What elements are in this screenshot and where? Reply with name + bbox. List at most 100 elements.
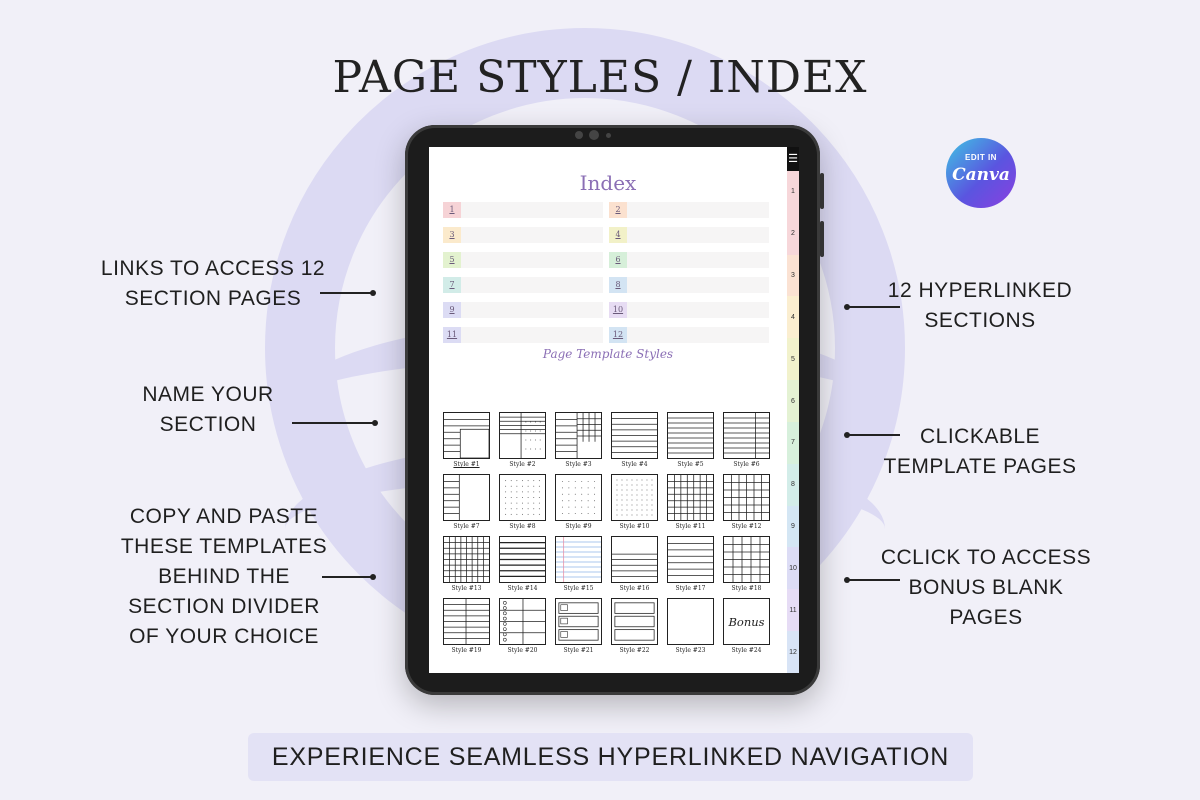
template-label: Style #20 [507, 647, 538, 654]
section-tab-8[interactable]: 8 [787, 463, 799, 506]
templates-connector-dot [844, 432, 850, 438]
template-label: Style #13 [451, 585, 482, 592]
template-label: Style #17 [675, 585, 706, 592]
template-thumbnail[interactable] [611, 412, 658, 459]
template-label: Style #2 [509, 461, 536, 468]
template-thumbnail[interactable] [443, 474, 490, 521]
template-preview [616, 479, 653, 516]
template-preview [500, 599, 545, 644]
template-thumbnail[interactable] [499, 474, 546, 521]
template-label: Style #3 [565, 461, 592, 468]
links-callout: LINKS TO ACCESS 12 SECTION PAGES [100, 257, 326, 310]
index-row-2[interactable]: 2 [609, 202, 769, 218]
template-preview [612, 553, 657, 577]
template-thumbnail[interactable] [443, 536, 490, 583]
template-thumbnail[interactable] [667, 412, 714, 459]
section-tab-6[interactable]: 6 [787, 380, 799, 422]
copy-paste-connector-dot [370, 574, 376, 580]
index-row-7[interactable]: 7 [443, 277, 603, 293]
template-preview: Bonus [728, 615, 765, 629]
section-tab-1[interactable]: 1 [787, 171, 799, 213]
index-number[interactable]: 6 [609, 252, 627, 268]
index-number[interactable]: 3 [443, 227, 461, 243]
index-row-12[interactable]: 12 [609, 327, 769, 343]
hyperlinked-sections-callout: 12 HYPERLINKED SECTIONS [887, 279, 1073, 332]
template-preview [444, 599, 489, 644]
index-number[interactable]: 11 [443, 327, 461, 343]
template-thumbnail[interactable]: Bonus [723, 598, 770, 645]
bonus-connector [848, 579, 900, 581]
side-button [820, 221, 824, 257]
template-thumbnail[interactable] [499, 536, 546, 583]
template-thumbnail[interactable] [555, 536, 602, 583]
template-label: Style #1 [453, 461, 480, 468]
template-thumbnail[interactable] [555, 412, 602, 459]
section-tab-9[interactable]: 9 [787, 505, 799, 548]
section-tab-4[interactable]: 4 [787, 296, 799, 339]
template-thumbnail[interactable] [611, 474, 658, 521]
template-thumbnail[interactable] [667, 536, 714, 583]
index-row-1[interactable]: 1 [443, 202, 603, 218]
svg-text:Bonus: Bonus [728, 615, 765, 629]
template-label: Style #23 [675, 647, 706, 654]
links-connector-dot [370, 290, 376, 296]
hamburger-icon[interactable]: ☰ [787, 147, 799, 171]
template-label: Style #18 [731, 585, 762, 592]
template-label: Style #15 [563, 585, 594, 592]
template-thumbnail[interactable] [611, 598, 658, 645]
canva-logo-icon[interactable]: EDIT IN Canva [946, 138, 1016, 208]
index-row-9[interactable]: 9 [443, 302, 603, 318]
template-thumbnail[interactable] [667, 474, 714, 521]
canva-badge-caption: EDIT IN [965, 153, 997, 162]
template-preview [614, 602, 655, 641]
index-number[interactable]: 12 [609, 327, 627, 343]
index-row-11[interactable]: 11 [443, 327, 603, 343]
template-thumbnail[interactable] [443, 598, 490, 645]
template-thumbnail[interactable] [499, 412, 546, 459]
index-row-4[interactable]: 4 [609, 227, 769, 243]
bonus-connector-dot [844, 577, 850, 583]
template-label: Style #8 [509, 523, 536, 530]
index-row-10[interactable]: 10 [609, 302, 769, 318]
index-row-3[interactable]: 3 [443, 227, 603, 243]
section-tab-12[interactable]: 12 [787, 631, 799, 673]
name-section-connector [292, 422, 374, 424]
template-preview [612, 418, 657, 453]
template-thumbnail[interactable] [611, 536, 658, 583]
navigation-banner: EXPERIENCE SEAMLESS HYPERLINKED NAVIGATI… [248, 733, 973, 781]
template-thumbnail[interactable] [499, 598, 546, 645]
index-number[interactable]: 4 [609, 227, 627, 243]
index-row-8[interactable]: 8 [609, 277, 769, 293]
index-number[interactable]: 5 [443, 252, 461, 268]
template-label: Style #10 [619, 523, 650, 530]
section-tab-10[interactable]: 10 [787, 547, 799, 590]
section-tab-11[interactable]: 11 [787, 589, 799, 632]
index-number[interactable]: 1 [443, 202, 461, 218]
template-preview [561, 480, 596, 515]
side-button [820, 173, 824, 209]
index-number[interactable]: 2 [609, 202, 627, 218]
template-preview [556, 413, 601, 458]
section-tab-3[interactable]: 3 [787, 254, 799, 297]
template-thumbnail[interactable] [723, 536, 770, 583]
section-tab-2[interactable]: 2 [787, 212, 799, 255]
index-row-6[interactable]: 6 [609, 252, 769, 268]
section-tab-7[interactable]: 7 [787, 421, 799, 464]
index-number[interactable]: 10 [609, 302, 627, 318]
index-row-5[interactable]: 5 [443, 252, 603, 268]
index-number[interactable]: 9 [443, 302, 461, 318]
template-thumbnail[interactable] [443, 412, 490, 459]
template-thumbnail[interactable] [555, 474, 602, 521]
template-thumbnail[interactable] [667, 598, 714, 645]
index-number[interactable]: 8 [609, 277, 627, 293]
template-label: Style #24 [731, 647, 762, 654]
template-thumbnail[interactable] [723, 412, 770, 459]
template-label: Style #7 [453, 523, 480, 530]
template-thumbnail[interactable] [555, 598, 602, 645]
index-number[interactable]: 7 [443, 277, 461, 293]
template-thumbnail[interactable] [723, 474, 770, 521]
section-tab-5[interactable]: 5 [787, 338, 799, 381]
